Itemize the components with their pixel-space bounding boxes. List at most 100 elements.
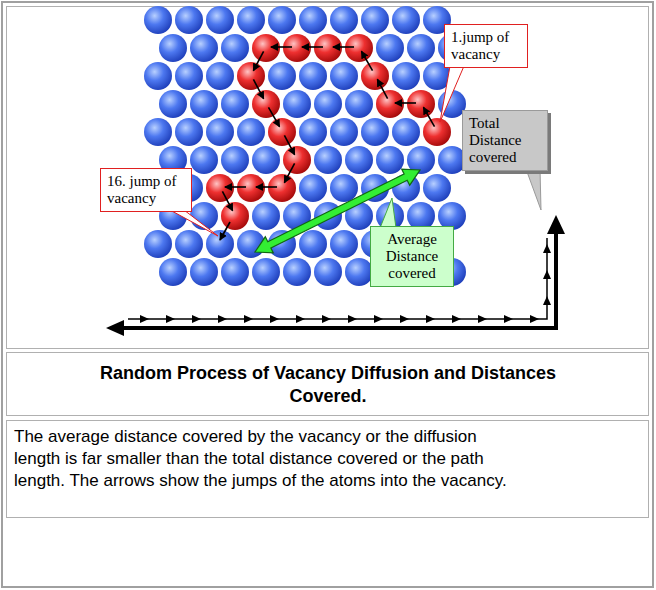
callout-pointer [526,169,541,210]
lattice-atom [299,174,327,202]
lattice-illustration [0,0,656,350]
lattice-atom [392,118,420,146]
lattice-atom [206,230,234,258]
path-arrowhead [192,315,201,323]
path-arrowhead [296,315,305,323]
lattice-atom [392,62,420,90]
callout-text: 1.jump of vacancy [451,29,521,63]
jump-arrow [253,79,263,98]
lattice-atom [299,118,327,146]
lattice-atom [299,6,327,34]
callout-pointer [440,66,464,122]
figure-title: Random Process of Vacancy Diffusion and … [90,362,566,408]
callout-text: Total Distance covered [469,115,541,166]
moved-atom [345,34,373,62]
jump-arrows [220,47,435,240]
lattice-atom [175,62,203,90]
callout-pointer [170,210,218,236]
moved-atom [283,146,311,174]
path-arrowhead [140,315,149,323]
lattice-atom [206,62,234,90]
moved-atom [423,118,451,146]
moved-atom [252,34,280,62]
jump-arrow [284,135,294,154]
lattice-atom [330,118,358,146]
jump-arrow [222,191,232,210]
jump-arrow [395,102,416,104]
lattice-atom [314,258,342,286]
lattice-atom [237,118,265,146]
lattice-atom [407,34,435,62]
moved-atom [314,34,342,62]
jump-arrow [424,107,435,126]
lattice-atom [361,118,389,146]
lattice-atom [268,62,296,90]
jump-arrow [225,186,246,188]
lattice-atom [299,230,327,258]
moved-atom [361,62,389,90]
path-arrowhead [452,315,461,323]
lattice-atom [314,146,342,174]
jump-arrow [377,79,387,98]
jump-arrow [220,222,230,240]
lattice-atom [221,34,249,62]
jump-arrow [284,163,294,182]
moved-atom [237,62,265,90]
path-arrowhead [322,315,331,323]
callout-pointers [170,66,541,236]
lattice-atom [144,118,172,146]
moved-atom [206,174,234,202]
lattice-atom [144,62,172,90]
moved-atom [237,174,265,202]
lattice-atom [376,34,404,62]
path-arrowhead [504,315,513,323]
lattice-atom [314,90,342,118]
moved-atom [268,174,296,202]
lattice-atom [221,90,249,118]
total-callout: Total Distance covered [462,110,548,171]
path-arrowhead [478,315,487,323]
path-arrowhead [543,270,551,279]
average-callout: Average Distance covered [370,226,454,287]
title-panel [6,352,649,416]
jump-arrow [302,46,323,48]
lattice-atom [252,146,280,174]
lattice-atom [144,230,172,258]
lattice-atom [159,34,187,62]
lattice-atom [299,62,327,90]
jump-callout: 16. jump of vacancy [100,168,192,212]
lattice-atom [330,230,358,258]
path-arrowhead [543,296,551,305]
lattice-atom [175,118,203,146]
lattice-atom [330,6,358,34]
moved-atom [252,90,280,118]
lattice-atom [206,6,234,34]
lattice-atom [159,90,187,118]
lattice-atom [144,6,172,34]
path-arrowhead [244,315,253,323]
jump-arrow [333,46,354,48]
lattice-atom [190,146,218,174]
lattice-atom [283,258,311,286]
jump-arrow [256,186,277,188]
lattice-atom [283,90,311,118]
path-arrowhead [166,315,175,323]
path-arrowhead [374,315,383,323]
moved-atom [376,90,404,118]
jump-arrow [253,51,263,70]
lattice-atom [252,202,280,230]
moved-atom [268,118,296,146]
lattice-atom [345,258,373,286]
path-arrowhead [270,315,279,323]
jump-arrow [362,51,373,70]
lattice-atom [237,6,265,34]
path-arrowhead [348,315,357,323]
lattice-atom [376,146,404,174]
jump-callout: 1.jump of vacancy [444,24,528,68]
lattice-atom [175,6,203,34]
lattice-atom [190,258,218,286]
lattice-atom [159,258,187,286]
lattice-atom [345,90,373,118]
callout-pointer [380,198,396,228]
moved-atom [407,90,435,118]
